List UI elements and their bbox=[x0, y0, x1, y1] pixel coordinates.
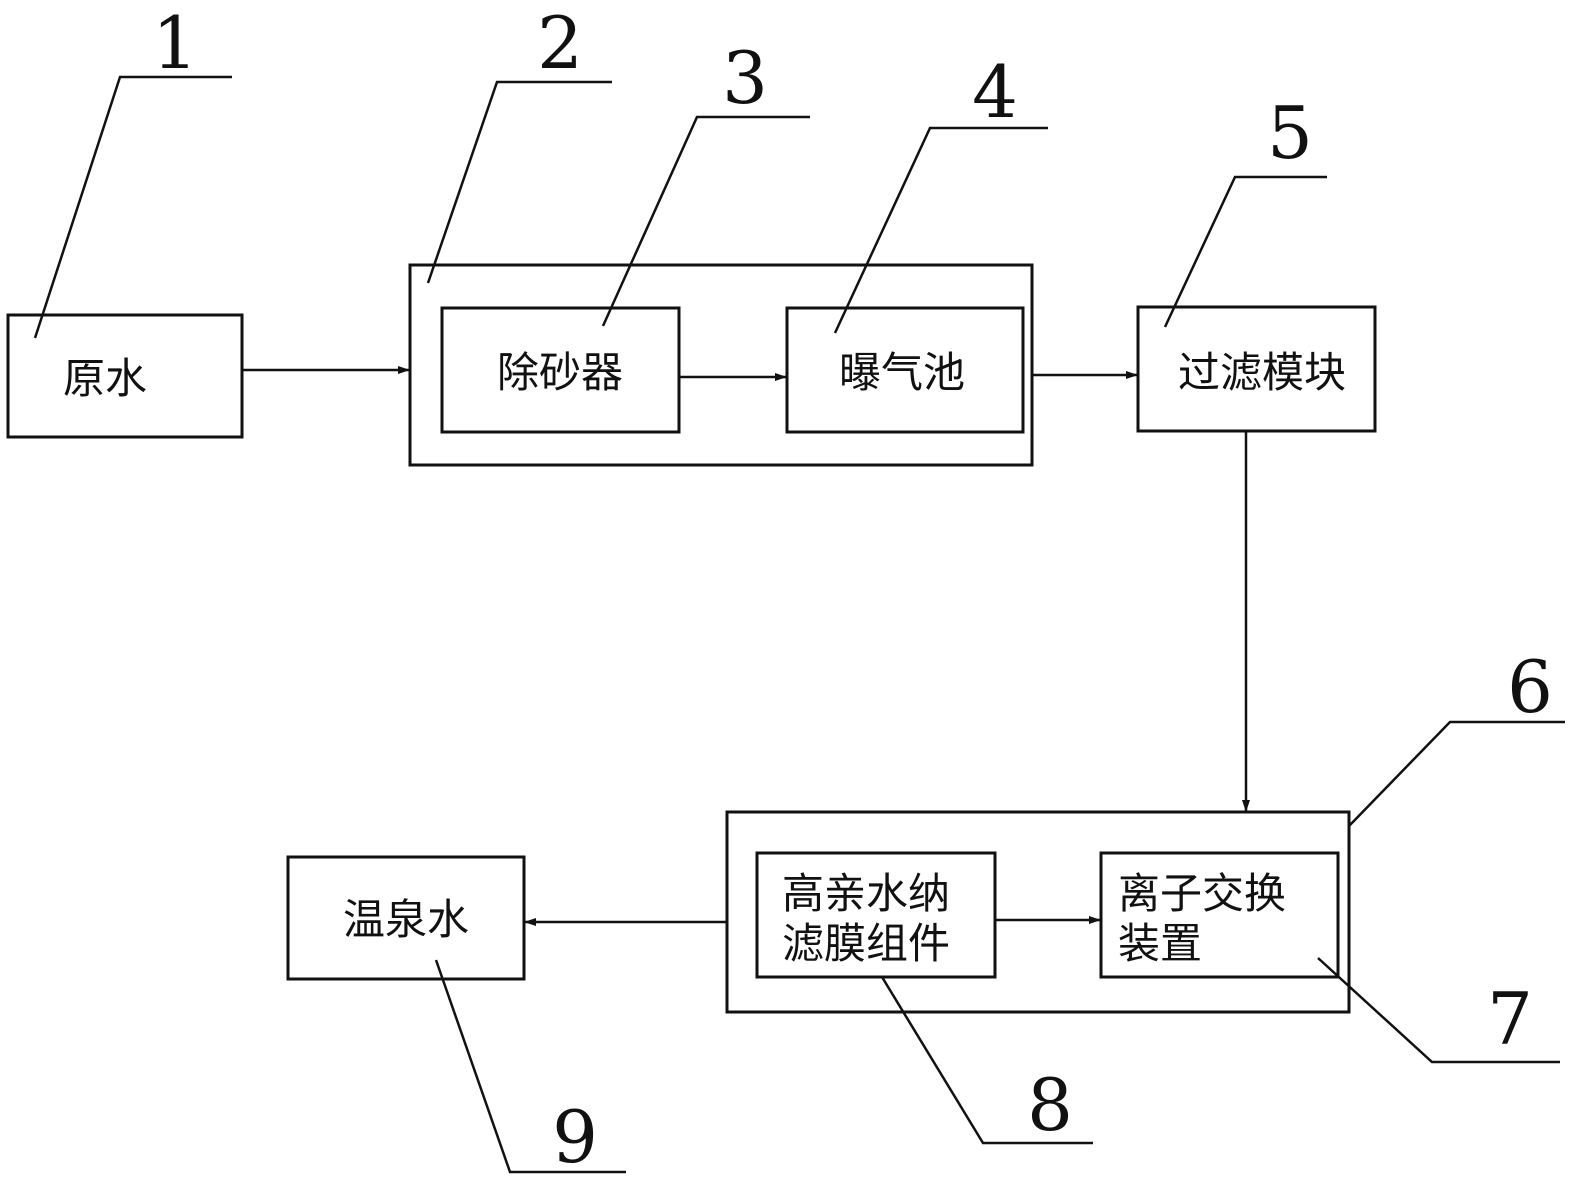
nanofiltration-label-line2: 滤膜组件 bbox=[782, 919, 950, 968]
leader-line-1 bbox=[33, 75, 232, 339]
leader-line-9 bbox=[434, 959, 626, 1174]
ion-exchange-label-line2: 装置 bbox=[1118, 919, 1202, 968]
leader-line-5 bbox=[1163, 175, 1327, 328]
leader-line-7 bbox=[1317, 957, 1560, 1064]
callout-number-1: 1 bbox=[152, 1, 198, 85]
callout-number-4: 4 bbox=[972, 50, 1018, 134]
callout-number-3: 3 bbox=[722, 36, 768, 120]
hot-spring-water-label: 温泉水 bbox=[343, 895, 469, 944]
nanofiltration-label-line1: 高亲水纳 bbox=[782, 869, 950, 918]
callout-number-5: 5 bbox=[1267, 91, 1313, 175]
callout-number-8: 8 bbox=[1027, 1063, 1073, 1147]
desander-label: 除砂器 bbox=[497, 348, 623, 397]
hot-spring-water-box bbox=[286, 855, 526, 981]
ion-exchange-label-line1: 离子交换 bbox=[1118, 869, 1286, 918]
leader-line-2 bbox=[426, 80, 612, 284]
leader-line-8 bbox=[880, 976, 1093, 1145]
raw-water-box bbox=[6, 313, 244, 439]
nanofiltration-box bbox=[755, 851, 997, 979]
aeration-tank-label: 曝气池 bbox=[839, 348, 965, 397]
aeration-tank-box bbox=[785, 306, 1025, 434]
pretreatment-group-frame bbox=[408, 263, 1034, 467]
leader-line-3 bbox=[601, 115, 810, 327]
raw-water-label: 原水 bbox=[63, 354, 147, 403]
filter-module-label: 过滤模块 bbox=[1178, 348, 1346, 397]
leader-line-6 bbox=[1348, 720, 1565, 827]
ion-exchange-box bbox=[1099, 851, 1340, 979]
callout-number-2: 2 bbox=[537, 1, 583, 85]
desander-box bbox=[440, 306, 681, 434]
leader-line-4 bbox=[833, 126, 1048, 334]
treatment-group-frame bbox=[725, 810, 1351, 1014]
callout-number-6: 6 bbox=[1507, 645, 1553, 729]
callout-number-7: 7 bbox=[1487, 977, 1533, 1061]
filter-module-box bbox=[1136, 305, 1377, 433]
callout-number-9: 9 bbox=[552, 1095, 598, 1179]
